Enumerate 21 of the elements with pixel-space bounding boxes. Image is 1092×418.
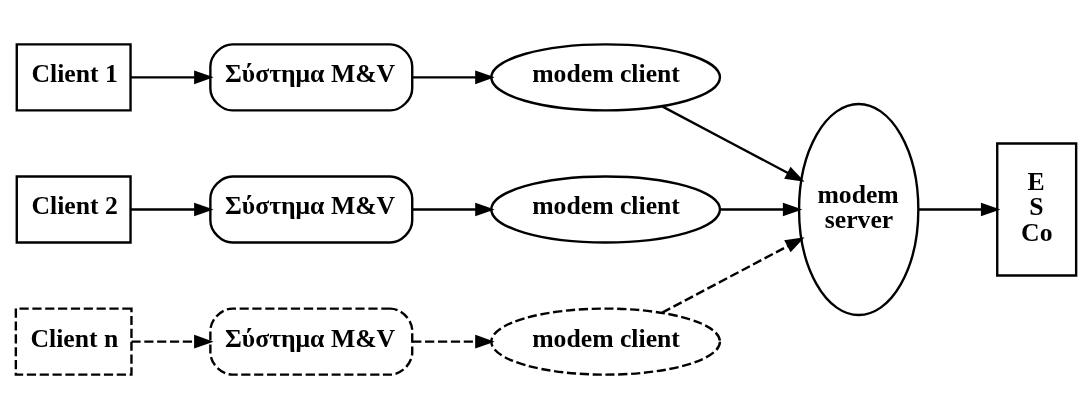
node-box: Σύστημα M&V bbox=[209, 42, 414, 112]
arrow bbox=[918, 202, 1001, 216]
arrow bbox=[131, 334, 214, 348]
node-ellipse: modem client bbox=[490, 306, 722, 376]
arrow bbox=[720, 202, 803, 216]
arrow bbox=[130, 70, 214, 84]
node-ellipse: modem client bbox=[490, 42, 722, 112]
node-box: Σύστημα M&V bbox=[209, 174, 414, 244]
node-box: Σύστημα M&V bbox=[209, 306, 414, 376]
arrow bbox=[412, 202, 495, 216]
arrow bbox=[412, 334, 495, 348]
node-box: Client 2 bbox=[15, 174, 132, 244]
node-box: Client 1 bbox=[15, 42, 132, 112]
arrow bbox=[661, 104, 805, 182]
arrow bbox=[412, 70, 495, 84]
node-box: Client n bbox=[14, 306, 133, 376]
node-ellipse: modem client bbox=[490, 174, 722, 244]
arrow bbox=[661, 236, 805, 314]
arrow bbox=[130, 202, 214, 216]
node-ellipse: modem server bbox=[797, 102, 920, 316]
node-box: E S Co bbox=[996, 141, 1078, 277]
